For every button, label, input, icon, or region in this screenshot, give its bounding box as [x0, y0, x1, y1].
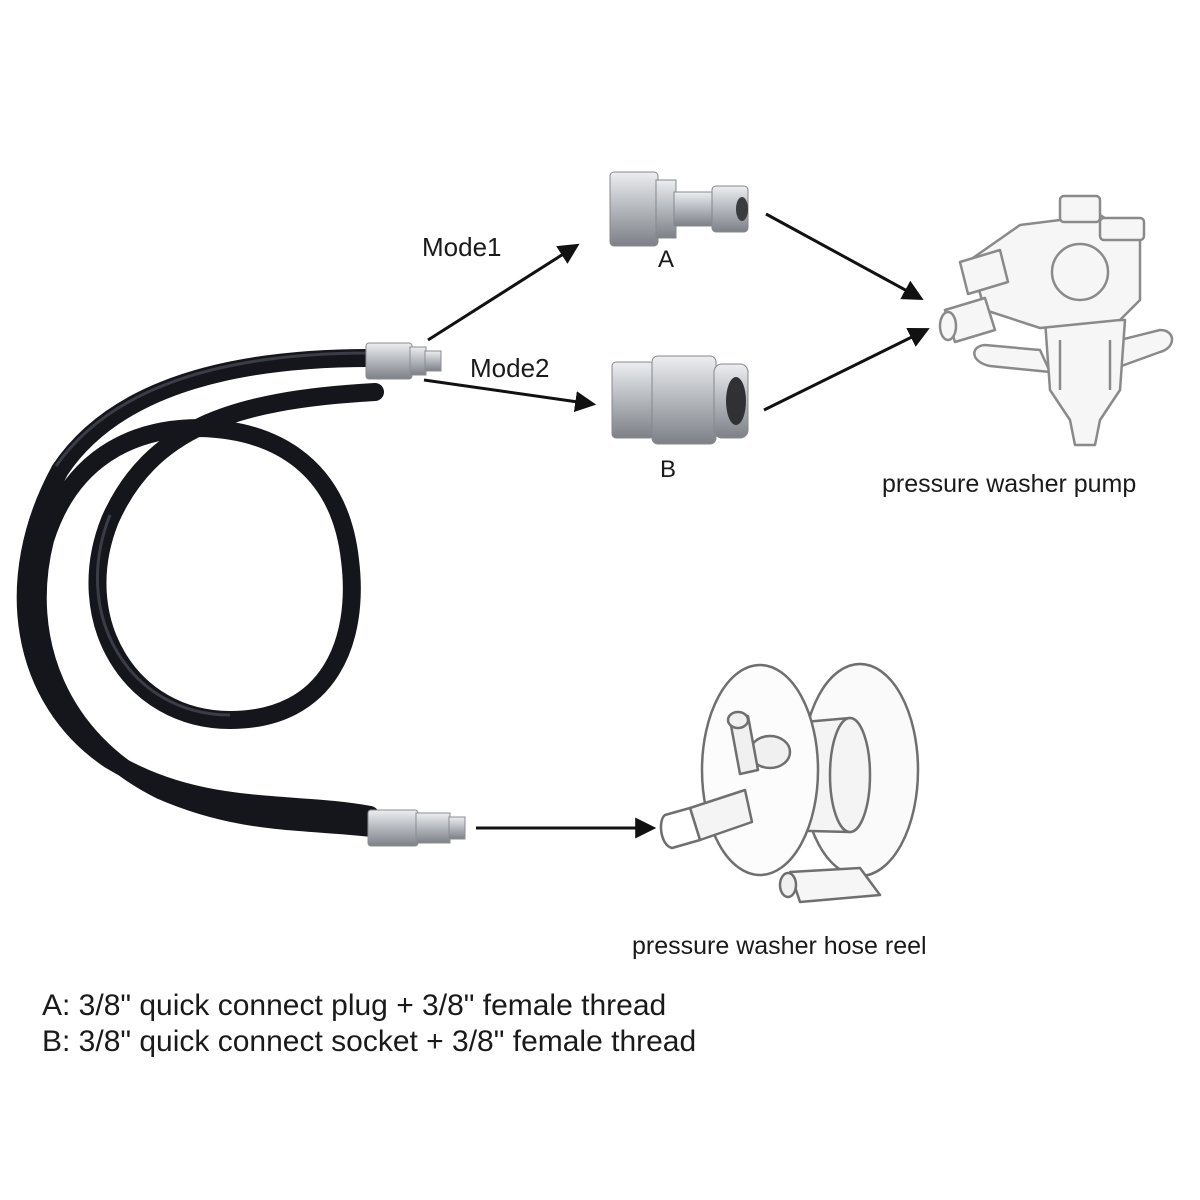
plug-collar: [655, 179, 677, 239]
mode2-label: Mode2: [470, 353, 550, 383]
thread-top: [424, 350, 442, 372]
reel-flange-front: [700, 663, 820, 877]
high-pressure-hose: [16, 349, 384, 837]
hose-fitting-bottom: [367, 809, 466, 847]
plug-nipple: [673, 191, 715, 227]
reel-caption: pressure washer hose reel: [632, 932, 927, 960]
reel-drum-end: [828, 716, 872, 834]
reel-crank: [778, 871, 798, 899]
ferrule-bottom: [367, 809, 419, 847]
socket-bore: [726, 377, 746, 425]
reel-swivel-tip: [726, 710, 750, 730]
plug-bore: [736, 197, 748, 221]
nut-top: [409, 346, 427, 376]
fitting-a-quick-connect-plug: [609, 171, 749, 247]
thread-bottom: [448, 816, 466, 840]
socket-sleeve: [651, 355, 717, 445]
arrow-a-to-pump: [765, 212, 924, 301]
hose-highlight: [54, 351, 371, 717]
legend-item-a: A: 3/8" quick connect plug + 3/8" female…: [42, 989, 667, 1022]
legend-item-b: B: 3/8" quick connect socket + 3/8" fema…: [42, 1025, 697, 1058]
arrow-mode1: [427, 243, 580, 342]
mode1-label: Mode1: [422, 232, 502, 262]
hose-fitting-top: [365, 342, 442, 380]
socket-hex-body: [611, 361, 655, 439]
pump-port: [1050, 242, 1110, 302]
arrow-b-to-pump: [763, 328, 930, 412]
hose-coil: [16, 349, 384, 837]
nut-bottom: [415, 812, 451, 844]
fitting-legend: A: 3/8" quick connect plug + 3/8" female…: [42, 988, 696, 1060]
pump-valve-top: [1058, 194, 1102, 224]
pressure-washer-pump-illustration: [938, 194, 1174, 447]
hose-reel-illustration: [659, 662, 920, 904]
reel-stand: [788, 866, 882, 904]
fitting-b-quick-connect-socket: [611, 355, 749, 445]
pump-inlet-tip: [938, 310, 958, 342]
fitting-b-label: B: [660, 456, 677, 483]
plug-hex-body: [609, 171, 659, 247]
arrow-mode2: [423, 378, 597, 413]
pump-base: [1043, 318, 1127, 447]
pump-leg-left: [973, 343, 1052, 374]
pump-caption: pressure washer pump: [882, 470, 1137, 498]
pump-outlet: [958, 248, 1010, 296]
fitting-a-label: A: [658, 246, 675, 273]
reel-inlet-nozzle: [659, 806, 702, 850]
pump-valve-right: [1098, 216, 1146, 242]
ferrule-top: [365, 342, 413, 380]
